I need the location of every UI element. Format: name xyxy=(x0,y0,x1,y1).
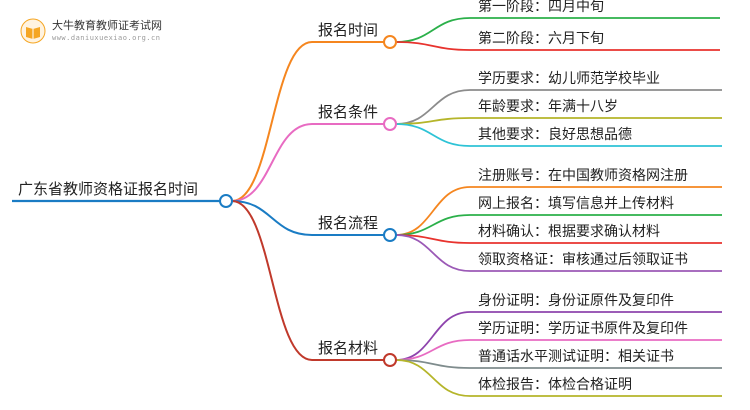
leaf-topic: 其他要求：良好思想品德 xyxy=(478,127,632,143)
leaf-topic: 注册账号：在中国教师资格网注册 xyxy=(478,168,688,184)
branch-topic: 报名条件 xyxy=(318,103,378,121)
leaf-topic: 体检报告：体检合格证明 xyxy=(478,377,632,393)
root-topic: 广东省教师资格证报名时间 xyxy=(18,180,198,198)
leaf-edge xyxy=(395,117,471,125)
leaf-edge xyxy=(395,41,471,51)
leaf-topic: 学历要求：幼儿师范学校毕业 xyxy=(478,70,660,87)
root-connector xyxy=(219,194,233,208)
leaf-edge xyxy=(395,123,471,147)
leaf-edge xyxy=(395,186,471,236)
leaf-topic: 学历证明：学历证书原件及复印件 xyxy=(478,320,688,337)
site-title: 大牛教育教师证考试网 xyxy=(52,19,162,32)
branch-topic: 报名材料 xyxy=(318,339,378,357)
leaf-edge xyxy=(395,214,471,236)
site-logo[interactable]: 大牛教育教师证考试网 www.daniuxuexiao.org.cn xyxy=(20,14,180,50)
branch-connector xyxy=(383,353,397,367)
branch-connector xyxy=(383,35,397,49)
branch-connector xyxy=(383,117,397,131)
leaf-topic: 第一阶段：四月中旬 xyxy=(478,0,604,15)
site-url: www.daniuxuexiao.org.cn xyxy=(52,34,161,42)
leaf-topic: 身份证明：身份证原件及复印件 xyxy=(478,292,674,309)
branch-edge xyxy=(231,200,313,236)
leaf-edge xyxy=(395,17,471,43)
leaf-topic: 普通话水平测试证明：相关证书 xyxy=(478,349,674,365)
leaf-topic: 网上报名：填写信息并上传材料 xyxy=(478,195,674,212)
book-icon xyxy=(20,18,46,44)
leaf-topic: 年龄要求：年满十八岁 xyxy=(478,99,618,115)
branch-edge xyxy=(231,200,313,361)
branch-edge xyxy=(231,123,313,202)
branch-connector xyxy=(383,228,397,242)
leaf-edge xyxy=(395,359,471,397)
leaf-edge xyxy=(395,89,471,125)
branch-edge xyxy=(231,41,313,202)
branch-topic: 报名流程 xyxy=(318,214,378,232)
branch-topic: 报名时间 xyxy=(318,21,378,39)
leaf-edge xyxy=(395,339,471,361)
leaf-topic: 领取资格证：审核通过后领取证书 xyxy=(478,252,688,268)
leaf-edge xyxy=(395,311,471,361)
leaf-topic: 材料确认：根据要求确认材料 xyxy=(478,224,660,240)
leaf-topic: 第二阶段：六月下旬 xyxy=(478,30,604,47)
leaf-edge xyxy=(395,234,471,272)
